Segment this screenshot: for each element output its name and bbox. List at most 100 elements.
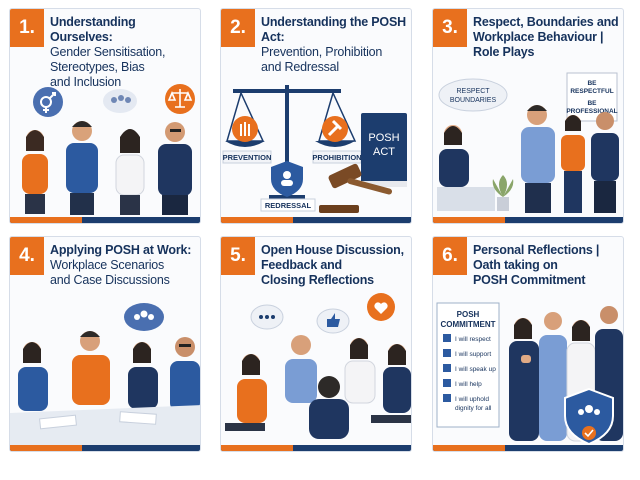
paper-document [39,414,77,430]
board-text: RESPECTFUL [570,88,613,95]
person-woman-navy [128,342,158,409]
person-man-navy [66,121,98,215]
card-heading-line: Oath taking on [473,258,558,272]
raised-hand-icon [232,116,258,142]
pledge-item: I will uphold [455,396,489,403]
pledge-item: I will speak up [455,366,496,373]
card-subtitle-line: Prevention, Prohibition [261,45,383,59]
card-footer-bar [433,445,623,451]
card-heading-line: Closing Reflections [261,273,374,287]
card-heading: Understanding Ourselves: [50,15,136,44]
step-badge: 2. [221,9,255,47]
board-text: BE [587,80,597,87]
person-woman-orange [561,115,585,213]
card-applying-posh-at-work: 4. Applying POSH at Work: Workplace Scen… [9,236,201,452]
checkbox-checked-icon [443,379,451,387]
card-personal-reflections: 6. Personal Reflections | Oath taking on… [432,236,624,452]
card-heading-line: Personal Reflections | [473,243,600,257]
pledge-item: I will respect [455,336,491,343]
card-footer-bar [221,445,411,451]
card-understanding-ourselves: 1. Understanding Ourselves: Gender Sensi… [9,8,201,224]
gavel-icon [319,163,393,213]
card-heading-line: Workplace Behaviour | [473,30,604,44]
card-title: Understanding the POSH Act: Prevention, … [261,15,407,75]
person-man-blue [521,105,555,213]
posh-commitment-board: POSH COMMITMENT I will respect I will sup… [436,302,500,428]
person-woman-white [344,338,376,404]
desk [437,187,495,211]
person-woman-navy [383,344,411,413]
person-man-blue [285,335,317,403]
thumbs-up-icon [316,308,350,334]
step-badge: 4. [10,237,44,275]
person-man-glasses [170,337,200,411]
book-title-line: ACT [373,146,395,158]
card-subtitle-line: Workplace Scenarios [50,258,165,272]
person-woman-seated [439,125,469,187]
person-woman-orange [22,130,48,214]
chat-dots-icon [250,304,284,330]
bubble-text: RESPECT [456,88,490,95]
group-chat-icon [103,89,137,113]
checkbox-checked-icon [443,334,451,342]
card-heading-line: Feedback and [261,258,342,272]
person-seated-back [309,376,349,439]
card-heading: Applying POSH at Work: [50,243,192,257]
checkbox-checked-icon [443,349,451,357]
card-open-house-discussion: 5. Open House Discussion, Feedback and C… [220,236,412,452]
card-subtitle-line: and Case Discussions [50,273,170,287]
board-text: PROFESSIONAL [566,108,617,115]
card-heading-line: Role Plays [473,45,535,59]
card-understanding-posh-act: 2. Understanding the POSH Act: Preventio… [220,8,412,224]
board-title: POSH [457,310,480,319]
pledge-item: dignity for all [455,405,492,412]
card-footer-bar [221,217,411,223]
person-woman-left [18,342,48,411]
board-text: BE [587,100,597,107]
card-footer-bar [10,445,200,451]
illustration-scales-of-justice: PREVENTION PROHIBITION REDRESSAL POSH AC… [222,85,407,213]
step-badge: 5. [221,237,255,275]
person-woman-orange [237,354,267,423]
step-badge: 1. [10,9,44,47]
gavel-icon-small [322,116,348,142]
card-subtitle-line: and Inclusion [50,75,122,89]
label-prevention: PREVENTION [223,153,272,162]
group-chat-icon [124,303,164,331]
paper-document [119,411,157,425]
illustration-oath-taking: POSH COMMITMENT I will respect I will sup… [436,302,623,446]
heart-icon [367,293,395,321]
illustration-open-house [225,293,411,439]
label-prohibition: PROHIBITION [312,153,361,162]
illustration-role-play: RESPECT BOUNDARIES BE RESPECTFUL BE PROF… [437,72,619,213]
person-man-suit [591,112,619,213]
gender-symbol-icon [33,87,63,117]
shield-people-icon [271,161,303,197]
posh-act-book: POSH ACT [361,113,407,187]
pledge-item: I will help [455,381,482,388]
card-heading: Understanding the POSH Act: [261,15,406,44]
step-badge: 6. [433,237,467,275]
card-title: Open House Discussion, Feedback and Clos… [261,243,407,288]
card-title: Respect, Boundaries and Workplace Behavi… [473,15,619,60]
board-title: COMMITMENT [440,320,495,329]
card-title: Personal Reflections | Oath taking on PO… [473,243,619,288]
person-woman-white [115,129,145,215]
card-footer-bar [433,217,623,223]
book-title-line: POSH [368,132,399,144]
person-woman-navy [509,318,539,441]
pledge-list: I will respect I will support I will speak… [443,334,496,412]
card-heading-line: POSH Commitment [473,273,586,287]
pledge-item: I will support [455,351,491,358]
person-man-suit [158,122,192,215]
card-heading-line: Open House Discussion, [261,243,404,257]
speech-bubble-respect: RESPECT BOUNDARIES [438,78,508,112]
person-man-blue [539,312,567,441]
shield-people-icon [564,387,614,446]
illustration-case-discussion [10,303,200,451]
card-footer-bar [10,217,200,223]
bubble-text: BOUNDARIES [450,97,497,104]
scales-icon [165,84,195,114]
checkbox-checked-icon [443,394,451,402]
card-subtitle-line: Gender Sensitisation, [50,45,166,59]
